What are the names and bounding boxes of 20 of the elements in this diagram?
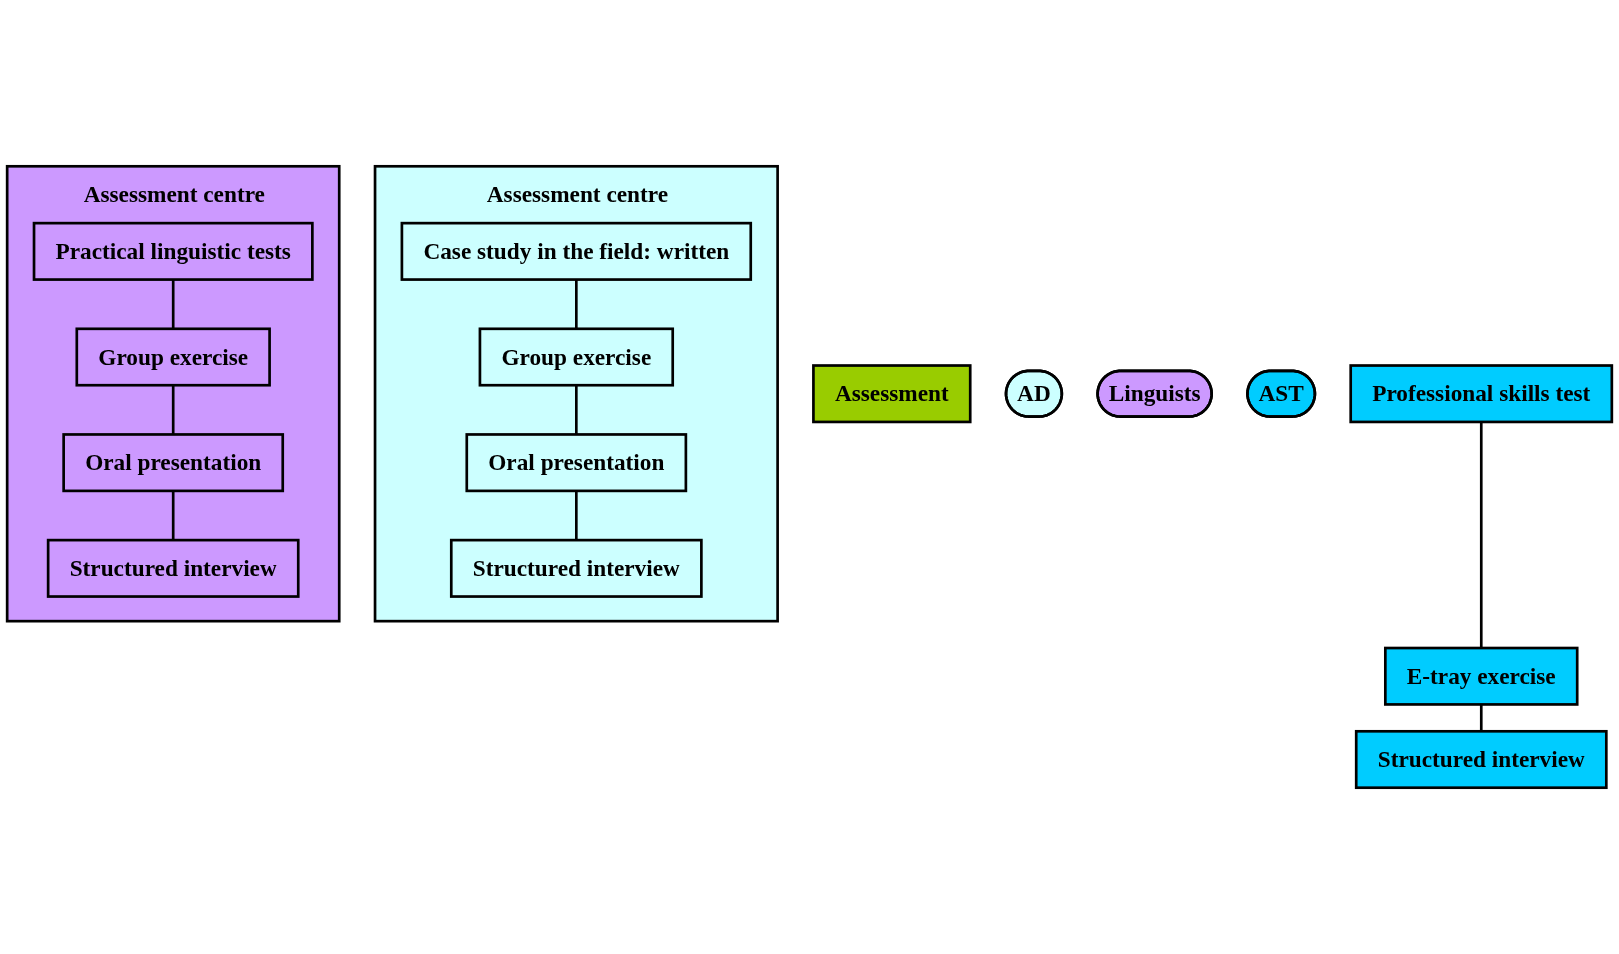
- node-box: Structured interview: [46, 538, 300, 598]
- node-box: Structured interview: [449, 538, 703, 598]
- connector: [171, 490, 175, 541]
- node-box: Group exercise: [75, 327, 271, 387]
- connector: [574, 279, 578, 329]
- node-box: Structured interview: [1354, 729, 1608, 790]
- node-box: Practical linguistic tests: [32, 221, 314, 281]
- connector: [1479, 421, 1483, 648]
- connector: [574, 385, 578, 435]
- node-box: Professional skills test: [1349, 364, 1614, 424]
- node-box: Case study in the field: written: [400, 221, 753, 281]
- node-box: E-tray exercise: [1384, 646, 1579, 706]
- connector: [171, 279, 175, 329]
- connector: [171, 385, 175, 435]
- connector: [574, 490, 578, 541]
- connector: [1479, 704, 1483, 732]
- node-box: Assessment: [812, 364, 972, 424]
- node-box: Group exercise: [478, 327, 675, 387]
- node-box: Oral presentation: [465, 433, 688, 493]
- node-box: Oral presentation: [62, 433, 285, 493]
